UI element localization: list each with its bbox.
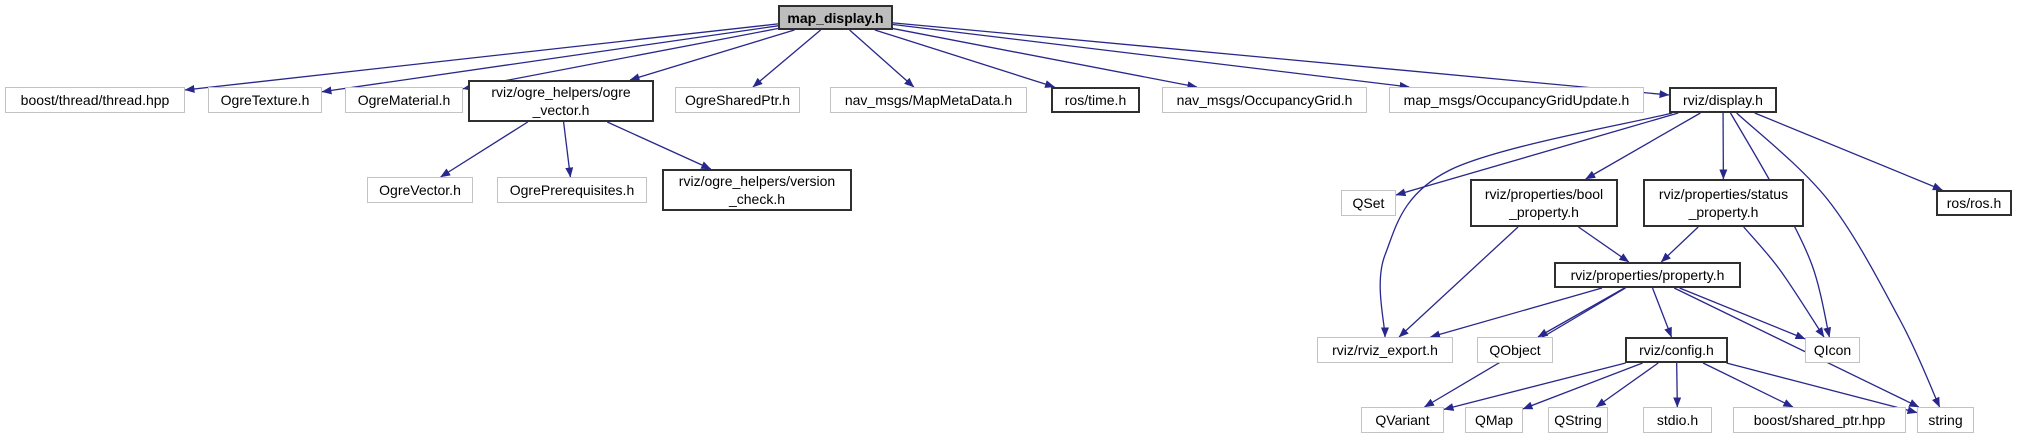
node-boost_shared_ptr: boost/shared_ptr.hpp <box>1733 407 1906 433</box>
node-label: rviz/ogre_helpers/ogre <box>491 84 631 100</box>
node-ogre_prerequisites: OgrePrerequisites.h <box>497 177 647 203</box>
node-boost_thread: boost/thread/thread.hpp <box>5 87 185 113</box>
node-label: OgrePrerequisites.h <box>509 182 635 198</box>
edge-map_display--ogre_shared_ptr <box>752 29 822 88</box>
edge-status_property--property <box>1660 226 1699 263</box>
node-config[interactable]: rviz/config.h <box>1625 337 1728 363</box>
edge-property--qobject <box>1537 287 1625 338</box>
edge-map_display--ogre_material <box>462 27 779 91</box>
edge-status_property--qicon <box>1743 226 1825 338</box>
node-qobject: QObject <box>1477 337 1553 363</box>
node-ros_time[interactable]: ros/time.h <box>1051 87 1140 113</box>
node-label: QVariant <box>1375 412 1430 428</box>
edge-config--boost_shared_ptr <box>1702 362 1794 408</box>
edge-property--rviz_export <box>1430 287 1603 339</box>
edge-map_display--occupancy_grid <box>892 27 1198 90</box>
node-ros_ros[interactable]: ros/ros.h <box>1936 190 2012 216</box>
node-label: rviz/properties/status <box>1658 186 1789 202</box>
node-label: _vector.h <box>532 102 590 118</box>
node-ogre_texture: OgreTexture.h <box>208 87 322 113</box>
node-qicon: QIcon <box>1805 337 1860 363</box>
edge-rviz_display--string <box>1736 112 1941 408</box>
node-qset: QSet <box>1341 190 1396 216</box>
node-label: _property.h <box>1509 204 1579 220</box>
node-label: nav_msgs/MapMetaData.h <box>844 92 1013 108</box>
node-map_meta_data: nav_msgs/MapMetaData.h <box>830 87 1027 113</box>
node-stdio: stdio.h <box>1643 407 1712 433</box>
node-label: stdio.h <box>1656 412 1699 428</box>
edge-rviz_display--qset <box>1395 112 1679 197</box>
node-qmap: QMap <box>1465 407 1523 433</box>
node-label: rviz/display.h <box>1683 92 1763 108</box>
node-label: OgreSharedPtr.h <box>684 92 791 108</box>
node-bool_property[interactable]: rviz/properties/bool _property.h <box>1470 179 1618 227</box>
node-property[interactable]: rviz/properties/property.h <box>1554 262 1741 288</box>
edge-map_display--ogre_vector <box>629 29 795 82</box>
node-label: QMap <box>1474 412 1514 428</box>
node-label: rviz/config.h <box>1639 342 1714 358</box>
edges <box>184 22 1943 415</box>
edge-map_display--map_meta_data <box>849 29 915 88</box>
edge-map_display--ros_time <box>874 29 1056 88</box>
node-qstring: QString <box>1548 407 1608 433</box>
node-label: QSet <box>1352 195 1385 211</box>
node-label: OgreMaterial.h <box>357 92 451 108</box>
node-label: boost/thread/thread.hpp <box>20 92 170 108</box>
node-label: rviz/properties/property.h <box>1570 267 1725 283</box>
node-label: QString <box>1554 412 1602 428</box>
node-label: map_display.h <box>787 9 884 26</box>
node-qvariant: QVariant <box>1361 407 1444 433</box>
node-label: map_msgs/OccupancyGridUpdate.h <box>1403 92 1630 108</box>
edge-config--stdio <box>1673 362 1682 408</box>
node-label: nav_msgs/OccupancyGrid.h <box>1176 92 1353 108</box>
edge-property--string <box>1673 287 1920 408</box>
edge-ogre_vector--ogre_prerequisites <box>562 121 574 178</box>
edge-bool_property--property <box>1578 226 1630 263</box>
node-version_check[interactable]: rviz/ogre_helpers/version _check.h <box>662 169 852 211</box>
node-label: OgreVector.h <box>379 182 461 198</box>
node-ogre_vector[interactable]: rviz/ogre_helpers/ogre _vector.h <box>468 80 654 122</box>
node-status_property[interactable]: rviz/properties/status _property.h <box>1643 179 1804 227</box>
edge-map_display--rviz_display <box>892 22 1670 99</box>
node-string: string <box>1917 407 1974 433</box>
node-label: rviz/rviz_export.h <box>1332 342 1438 358</box>
node-rviz_display[interactable]: rviz/display.h <box>1669 87 1777 113</box>
node-label: OgreTexture.h <box>220 92 310 108</box>
edge-ogre_vector--version_check <box>606 121 712 170</box>
edge-ogre_vector--ogre_vector_h <box>440 121 529 178</box>
edge-bool_property--rviz_export <box>1398 226 1519 338</box>
node-label: boost/shared_ptr.hpp <box>1753 412 1886 428</box>
edge-map_display--occupancy_grid_update <box>892 23 1410 90</box>
node-label: ros/ros.h <box>1946 195 2002 211</box>
node-label: _property.h <box>1688 204 1759 220</box>
edge-config--qstring <box>1595 362 1659 408</box>
node-label: string <box>1928 412 1963 428</box>
node-map_display: map_display.h <box>778 5 893 30</box>
node-ogre_shared_ptr: OgreSharedPtr.h <box>675 87 800 113</box>
edge-rviz_display--bool_property <box>1585 112 1701 180</box>
edge-config--qvariant <box>1443 362 1626 411</box>
node-ogre_vector_h: OgreVector.h <box>367 177 473 203</box>
node-occupancy_grid_update: map_msgs/OccupancyGridUpdate.h <box>1389 87 1644 113</box>
node-label: QObject <box>1489 342 1541 358</box>
edge-rviz_display--ros_ros <box>1754 112 1943 191</box>
edge-config--qmap <box>1522 362 1643 410</box>
edge-rviz_display--rviz_export <box>1379 112 1673 338</box>
node-label: rviz/properties/bool <box>1484 186 1604 202</box>
node-label: rviz/ogre_helpers/version <box>678 173 836 189</box>
node-label: ros/time.h <box>1064 92 1127 108</box>
node-label: QIcon <box>1813 342 1852 358</box>
node-rviz_export: rviz/rviz_export.h <box>1317 337 1453 363</box>
edge-config--string <box>1726 362 1918 415</box>
edge-map_display--boost_thread <box>184 23 779 93</box>
node-label: _check.h <box>728 191 786 207</box>
node-occupancy_grid: nav_msgs/OccupancyGrid.h <box>1162 87 1367 113</box>
edge-property--config <box>1651 287 1673 338</box>
edge-property--qicon <box>1679 287 1806 340</box>
node-ogre_material: OgreMaterial.h <box>345 87 463 113</box>
edge-map_display--ogre_texture <box>321 25 779 95</box>
